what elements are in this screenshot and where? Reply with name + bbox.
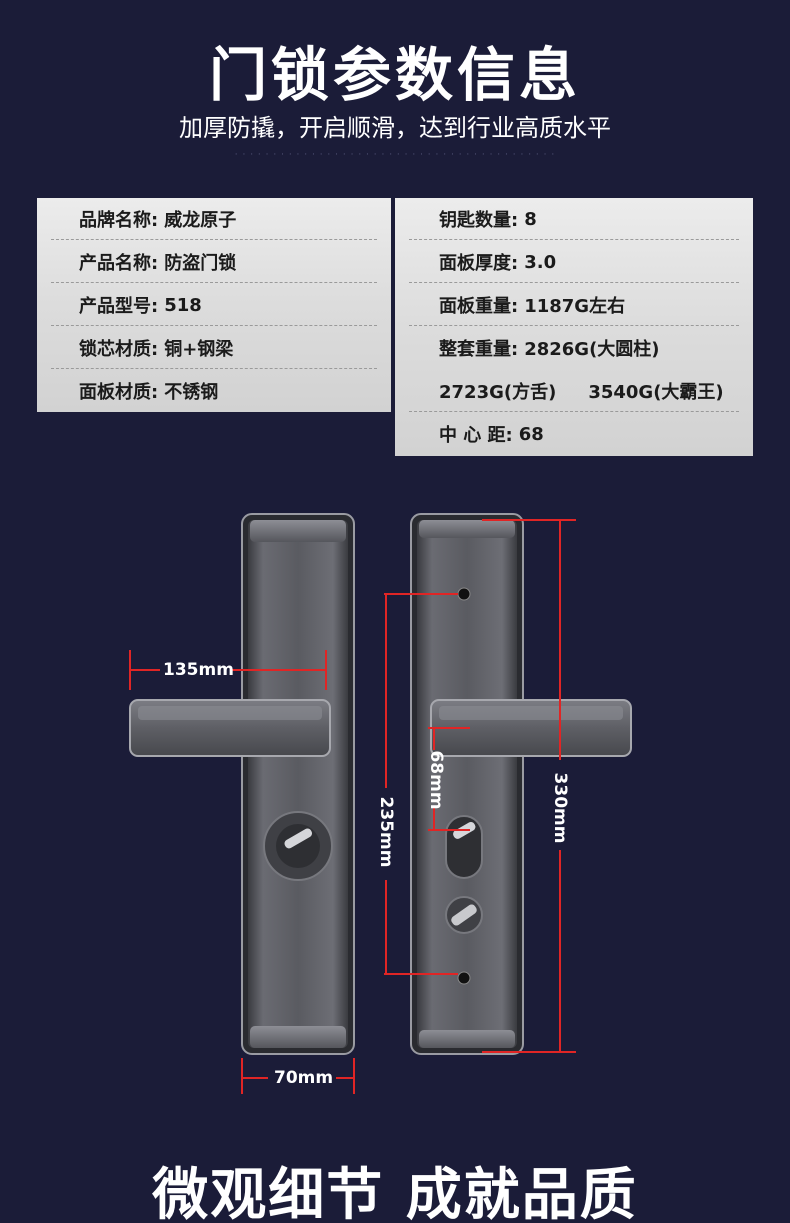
back-panel bbox=[410, 513, 632, 1055]
spec-value: 不锈钢 bbox=[164, 382, 219, 403]
spec-value: 1187G左右 bbox=[524, 296, 626, 317]
dim-panel-height: 330mm bbox=[550, 772, 570, 844]
spec-label: 面板重量: bbox=[439, 296, 519, 317]
spec-label: 面板材质: bbox=[79, 382, 159, 403]
spec-value: 68 bbox=[518, 423, 544, 445]
spec-row-thickness: 面板厚度: 3.0 bbox=[395, 241, 753, 283]
decorative-dots: · · · · · · · · · · · · · · · · · · · · … bbox=[234, 150, 556, 160]
spec-value: 2723G(方舌) bbox=[439, 382, 557, 403]
spec-row-core-material: 锁芯材质: 铜+钢梁 bbox=[37, 327, 391, 369]
cylinder-slot bbox=[445, 815, 483, 879]
spec-value: 防盗门锁 bbox=[164, 253, 237, 274]
spec-row-product-name: 产品名称: 防盗门锁 bbox=[37, 241, 391, 283]
page-subtitle: 加厚防撬，开启顺滑，达到行业高质水平 bbox=[179, 114, 611, 142]
lock-diagram bbox=[129, 513, 632, 1094]
spec-label: 产品名称: bbox=[79, 253, 159, 274]
spec-row-set-weight: 整套重量: 2826G(大圆柱) bbox=[395, 327, 753, 369]
dim-panel-width: 70mm bbox=[274, 1068, 334, 1088]
screw-hole-bottom bbox=[457, 971, 471, 985]
spec-value: 3540G(大霸王) bbox=[588, 382, 724, 403]
spec-table-right: 钥匙数量: 8 面板厚度: 3.0 面板重量: 1187G左右 整套重量: 28… bbox=[395, 198, 753, 456]
dimension-lines bbox=[129, 519, 576, 1094]
spec-value: 威龙原子 bbox=[164, 210, 237, 231]
page-title: 门锁参数信息 bbox=[208, 41, 581, 109]
spec-row-key-count: 钥匙数量: 8 bbox=[395, 198, 753, 240]
spec-value: 8 bbox=[524, 208, 537, 230]
spec-value: 518 bbox=[164, 294, 202, 316]
spec-row-set-weight-more: 2723G(方舌) 3540G(大霸王) bbox=[395, 370, 753, 412]
front-panel bbox=[129, 513, 355, 1055]
spec-label: 中 心 距: bbox=[439, 425, 513, 446]
spec-row-model: 产品型号: 518 bbox=[37, 284, 391, 326]
spec-row-panel-weight: 面板重量: 1187G左右 bbox=[395, 284, 753, 326]
footer-title: 微观细节 成就品质 bbox=[152, 1163, 638, 1223]
screw-hole-top bbox=[457, 587, 471, 601]
spec-label: 整套重量: bbox=[439, 339, 519, 360]
spec-value: 铜+钢梁 bbox=[164, 339, 234, 360]
spec-label: 产品型号: bbox=[79, 296, 159, 317]
spec-label: 品牌名称: bbox=[79, 210, 159, 231]
spec-value: 3.0 bbox=[524, 251, 557, 273]
spec-label: 面板厚度: bbox=[439, 253, 519, 274]
spec-row-brand: 品牌名称: 威龙原子 bbox=[37, 198, 391, 240]
spec-value: 2826G(大圆柱) bbox=[524, 339, 660, 360]
spec-table-left: 品牌名称: 威龙原子 产品名称: 防盗门锁 产品型号: 518 锁芯材质: 铜+… bbox=[37, 198, 391, 412]
spec-label: 钥匙数量: bbox=[439, 210, 519, 231]
spec-row-center-distance: 中 心 距: 68 bbox=[395, 413, 753, 455]
spec-label: 锁芯材质: bbox=[79, 339, 159, 360]
dim-hole-distance: 235mm bbox=[376, 796, 396, 868]
dim-handle-length: 135mm bbox=[163, 660, 234, 680]
dim-center-distance: 68mm bbox=[426, 750, 446, 810]
spec-row-panel-material: 面板材质: 不锈钢 bbox=[37, 370, 391, 412]
